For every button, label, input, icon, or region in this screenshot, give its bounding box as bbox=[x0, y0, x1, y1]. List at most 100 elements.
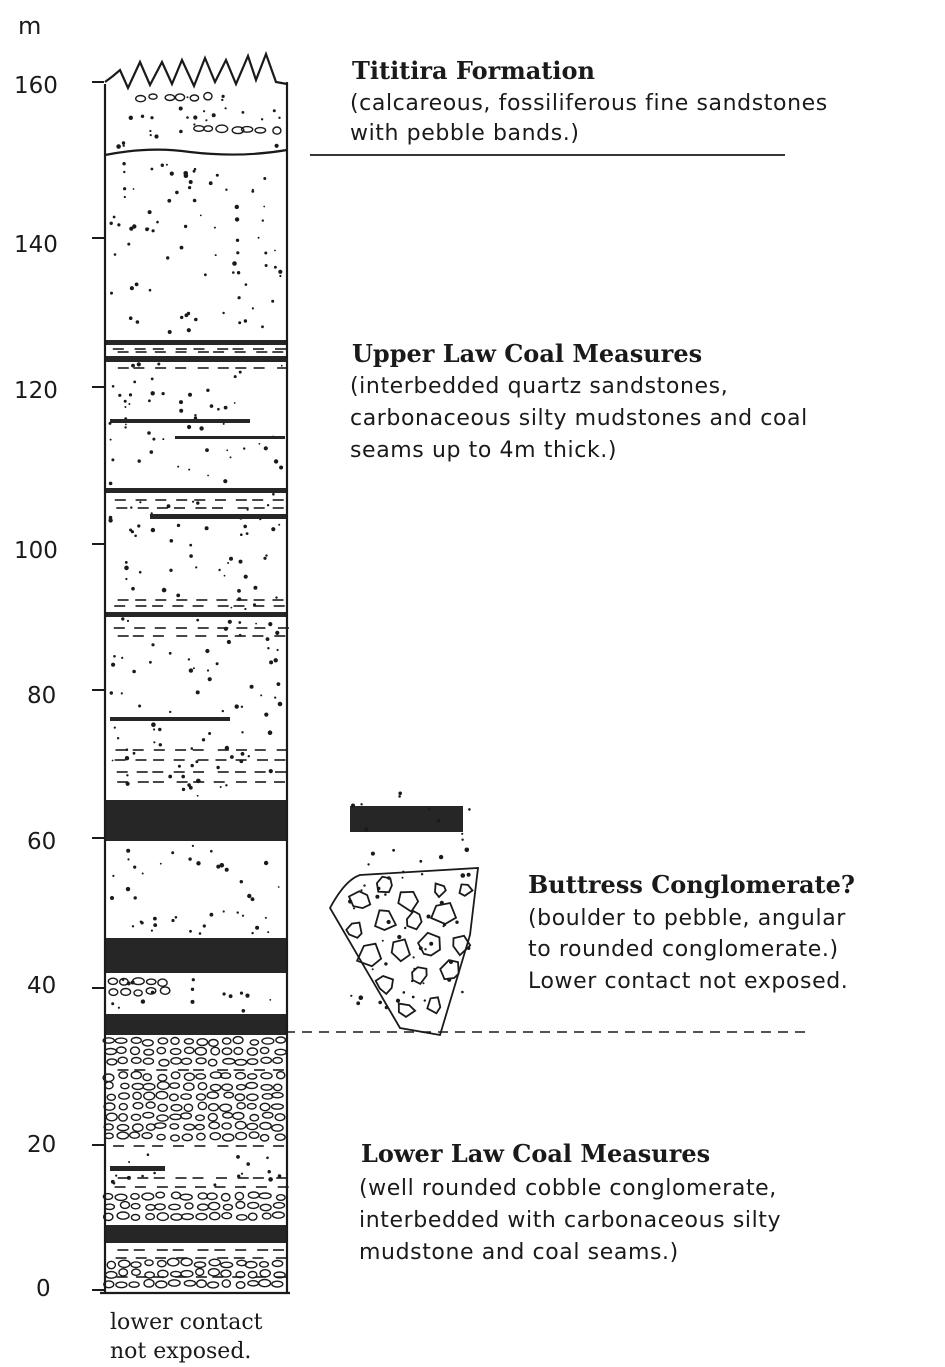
dot bbox=[150, 116, 154, 120]
pebble bbox=[232, 1035, 244, 1045]
pebble bbox=[236, 1102, 247, 1110]
dot bbox=[123, 187, 127, 191]
dot bbox=[261, 325, 264, 329]
pebble bbox=[246, 1047, 259, 1056]
dot bbox=[184, 313, 189, 318]
pebble bbox=[118, 1071, 129, 1080]
pebble bbox=[169, 1123, 180, 1130]
dot bbox=[124, 565, 129, 571]
dot bbox=[193, 115, 198, 120]
pebble bbox=[261, 1037, 275, 1045]
dot bbox=[126, 619, 130, 623]
dot bbox=[179, 408, 184, 413]
dot bbox=[152, 437, 156, 441]
pebble bbox=[102, 1037, 115, 1044]
dot bbox=[230, 606, 233, 609]
pebble bbox=[272, 1201, 286, 1209]
dot bbox=[375, 894, 380, 899]
unit-upper-law: Upper Law Coal Measures (interbedded qua… bbox=[350, 339, 807, 463]
dot bbox=[271, 527, 276, 532]
dot bbox=[271, 299, 275, 303]
unit-buttress: Buttress Conglomerate? (boulder to pebbl… bbox=[528, 870, 855, 994]
pebble-conglomerate-pattern bbox=[102, 91, 287, 1289]
dot bbox=[218, 568, 221, 572]
pebble bbox=[249, 1113, 260, 1122]
dot bbox=[121, 656, 124, 660]
dot bbox=[276, 648, 279, 652]
dot bbox=[278, 523, 281, 526]
inset-conglomerate-outline bbox=[328, 867, 480, 1037]
pebble bbox=[130, 1213, 141, 1222]
dot bbox=[464, 847, 470, 853]
dot bbox=[253, 585, 258, 590]
pebble bbox=[194, 1123, 205, 1131]
dot bbox=[153, 923, 158, 927]
pebble bbox=[142, 1111, 155, 1119]
pebble bbox=[114, 1193, 128, 1202]
pebble bbox=[245, 1081, 259, 1090]
clast bbox=[411, 966, 428, 986]
pebble bbox=[220, 1261, 234, 1269]
dot bbox=[162, 438, 165, 441]
dot bbox=[278, 269, 283, 274]
pebble bbox=[274, 1113, 286, 1122]
pebble bbox=[143, 1278, 155, 1288]
pebble bbox=[156, 1080, 170, 1090]
dot bbox=[188, 857, 192, 861]
pebble bbox=[206, 1281, 220, 1289]
pebble bbox=[234, 1093, 246, 1102]
pebble bbox=[246, 1201, 260, 1210]
dot bbox=[215, 662, 219, 666]
dot bbox=[196, 501, 200, 505]
pebble bbox=[233, 1046, 244, 1056]
pebble bbox=[258, 1278, 272, 1288]
dot bbox=[461, 832, 464, 835]
dot bbox=[132, 188, 135, 190]
dot bbox=[213, 1183, 217, 1187]
dot bbox=[236, 1155, 240, 1159]
pebble bbox=[142, 1057, 155, 1065]
pebble bbox=[156, 1133, 166, 1141]
unit-desc-line: (calcareous, fossiliferous fine sandston… bbox=[350, 91, 828, 116]
dot bbox=[411, 995, 415, 999]
dot bbox=[397, 934, 402, 940]
pebble bbox=[181, 1133, 194, 1142]
dot bbox=[257, 236, 260, 239]
dot bbox=[188, 785, 193, 790]
clast bbox=[355, 942, 383, 968]
dot bbox=[187, 658, 191, 661]
dot bbox=[195, 566, 198, 569]
coal-seam bbox=[110, 419, 250, 423]
pebble bbox=[275, 1070, 286, 1080]
dot bbox=[150, 929, 153, 932]
clast bbox=[417, 931, 441, 957]
pebble bbox=[259, 1121, 272, 1131]
dot bbox=[221, 94, 225, 98]
dot bbox=[274, 143, 279, 148]
pebble bbox=[246, 1102, 257, 1110]
pebble bbox=[158, 1058, 170, 1067]
dot bbox=[279, 274, 282, 278]
pebble bbox=[118, 1102, 129, 1111]
pebble bbox=[104, 1203, 116, 1211]
pebble bbox=[261, 1212, 272, 1220]
dot bbox=[209, 404, 214, 408]
dot bbox=[125, 577, 128, 581]
dot bbox=[255, 925, 260, 930]
pebble bbox=[207, 1112, 219, 1122]
pebble bbox=[249, 1039, 260, 1046]
dot bbox=[216, 864, 221, 869]
dot bbox=[260, 694, 263, 697]
dot bbox=[223, 405, 228, 410]
dot bbox=[249, 684, 254, 689]
dot bbox=[210, 849, 213, 853]
pebble bbox=[156, 1212, 170, 1222]
pebble bbox=[105, 1112, 118, 1122]
pebble bbox=[223, 1091, 235, 1099]
dot bbox=[356, 1001, 361, 1006]
pebble bbox=[117, 1113, 128, 1122]
dot bbox=[243, 319, 248, 323]
dot bbox=[268, 1177, 273, 1182]
dot bbox=[234, 217, 240, 222]
pebble bbox=[248, 1131, 260, 1140]
